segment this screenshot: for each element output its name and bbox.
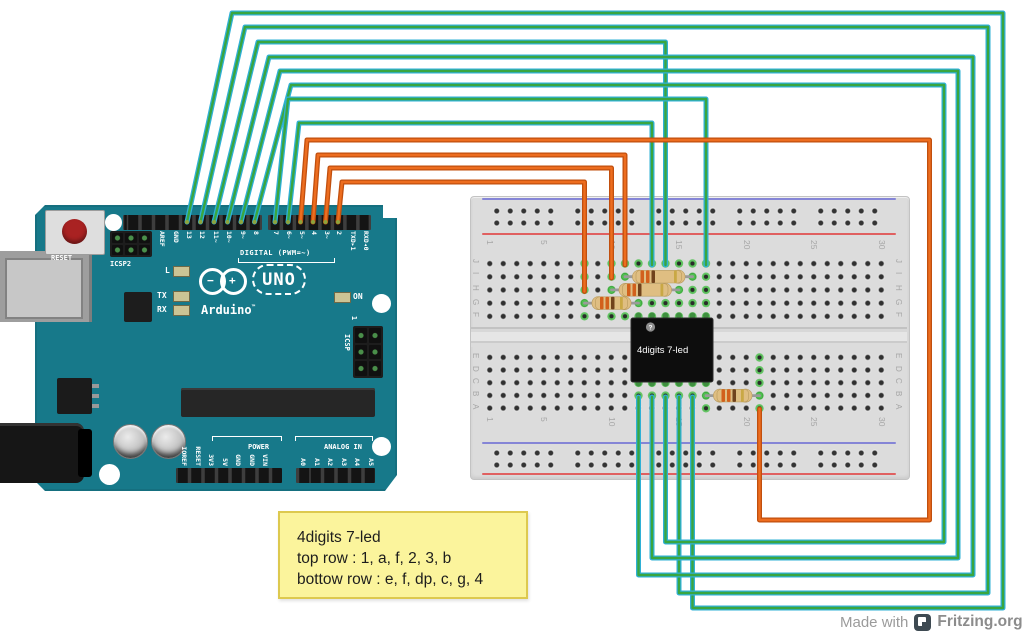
breadboard-holes-top-half[interactable]	[483, 257, 889, 324]
mounting-hole	[105, 214, 122, 231]
led-on	[334, 292, 351, 303]
led-tx-label: TX	[157, 291, 167, 300]
footer: Made with Fritzing.org	[840, 611, 1024, 633]
voltage-regulator	[57, 378, 92, 414]
bottom-rail-red-line	[482, 473, 896, 475]
note-line: bottow row : e, f, dp, c, g, 4	[297, 571, 484, 588]
bottom-rail-blue-line	[482, 442, 896, 444]
power-header[interactable]	[176, 468, 282, 483]
regulator-leg	[92, 404, 99, 408]
digital-header-right[interactable]	[267, 214, 371, 230]
note-line: 4digits 7-led	[297, 529, 381, 546]
power-label: POWER	[248, 443, 270, 451]
fritzing-brand: Fritzing.org	[937, 613, 1023, 630]
usb-connector-face	[5, 258, 83, 319]
led-rx-label: RX	[157, 305, 167, 314]
top-rail-red-line	[482, 233, 896, 235]
made-with-text: Made with	[840, 613, 909, 631]
icsp-header[interactable]	[353, 326, 383, 378]
atmega-chip	[181, 388, 375, 417]
bottom-rail-holes[interactable]	[490, 446, 888, 472]
sticky-note[interactable]: 4digits 7-led top row : 1, a, f, 2, 3, b…	[278, 511, 528, 599]
led-tx	[173, 291, 190, 302]
arduino-logo-minus: −	[207, 274, 214, 287]
power-jack-tip	[78, 429, 92, 477]
mounting-hole	[372, 294, 391, 313]
analog-label: ANALOG IN	[324, 443, 362, 451]
led-l	[173, 266, 190, 277]
regulator-leg	[92, 394, 99, 398]
ic-help-badge: ?	[649, 325, 653, 332]
digital-label: DIGITAL (PWM=~)	[240, 249, 311, 257]
mounting-hole	[99, 464, 120, 485]
wire-pin10[interactable]	[225, 54, 976, 578]
top-rail-blue-line	[482, 197, 896, 200]
arduino-brand: Arduino™	[201, 303, 256, 317]
uno-text: UNO	[262, 269, 296, 290]
wire-pin4[interactable]	[310, 152, 628, 268]
wire-pin9[interactable]	[238, 68, 961, 561]
wire-pin2[interactable]	[335, 179, 587, 294]
note-line: top row : 1, a, f, 2, 3, b	[297, 550, 452, 567]
ic-label: 4digits 7-led	[637, 345, 688, 356]
icsp2-header[interactable]	[110, 231, 152, 257]
power-jack	[0, 423, 84, 483]
ic-4digit-7seg[interactable]	[630, 317, 714, 383]
analog-bracket	[295, 436, 373, 441]
uno-badge: UNO	[252, 264, 306, 295]
mounting-hole	[372, 437, 391, 456]
power-bracket	[212, 436, 282, 441]
arduino-logo-right-circle	[220, 268, 247, 295]
led-l-label: L	[165, 266, 170, 275]
digital-bracket	[238, 258, 335, 263]
led-on-label: ON	[353, 292, 363, 301]
top-rail-holes[interactable]	[490, 204, 888, 230]
led-rx	[173, 305, 190, 316]
regulator-leg	[92, 384, 99, 388]
arduino-logo-plus: +	[229, 274, 236, 287]
capacitor	[151, 424, 186, 459]
fritzing-icon	[914, 613, 932, 631]
reset-label: RESET	[51, 254, 73, 262]
icsp2-label: ICSP2	[110, 260, 132, 268]
capacitor	[113, 424, 148, 459]
analog-header[interactable]	[295, 468, 375, 483]
reset-button-cap[interactable]	[62, 219, 87, 244]
wire-pin5[interactable]	[298, 137, 932, 523]
wire-pin12[interactable]	[198, 24, 991, 596]
usb-interface-chip	[124, 292, 152, 322]
